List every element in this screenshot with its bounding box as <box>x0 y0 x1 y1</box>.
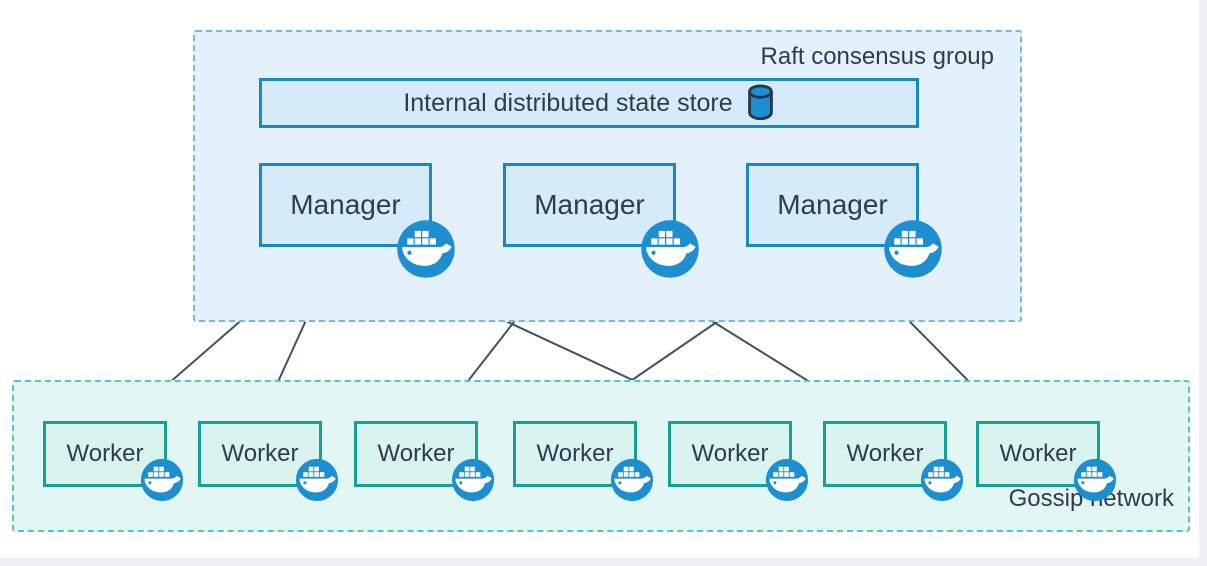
raft-group-label: Raft consensus group <box>760 43 994 70</box>
worker-label: Worker <box>846 440 924 467</box>
state-store-label: Internal distributed state store <box>403 88 733 117</box>
worker-label: Worker <box>536 440 614 467</box>
worker-label: Worker <box>221 440 299 467</box>
worker-label: Worker <box>691 440 769 467</box>
database-icon <box>747 84 773 121</box>
manager-node-2: Manager <box>503 163 676 247</box>
state-store-box: Internal distributed state store <box>259 78 919 128</box>
worker-node-1: Worker <box>43 421 167 487</box>
worker-label: Worker <box>66 440 144 467</box>
manager-label: Manager <box>777 189 888 220</box>
manager-node-3: Manager <box>746 163 919 247</box>
worker-node-2: Worker <box>198 421 322 487</box>
screen-edge <box>1199 0 1207 566</box>
manager-label: Manager <box>290 189 401 220</box>
manager-label: Manager <box>534 189 645 220</box>
worker-label: Worker <box>377 440 455 467</box>
worker-node-5: Worker <box>668 421 792 487</box>
worker-label: Worker <box>999 440 1077 467</box>
gossip-network-label: Gossip network <box>1008 484 1174 512</box>
worker-node-7: Worker <box>976 421 1100 487</box>
worker-node-4: Worker <box>513 421 637 487</box>
screen-edge <box>0 558 1207 566</box>
worker-node-3: Worker <box>354 421 478 487</box>
worker-node-6: Worker <box>823 421 947 487</box>
manager-node-1: Manager <box>259 163 432 247</box>
